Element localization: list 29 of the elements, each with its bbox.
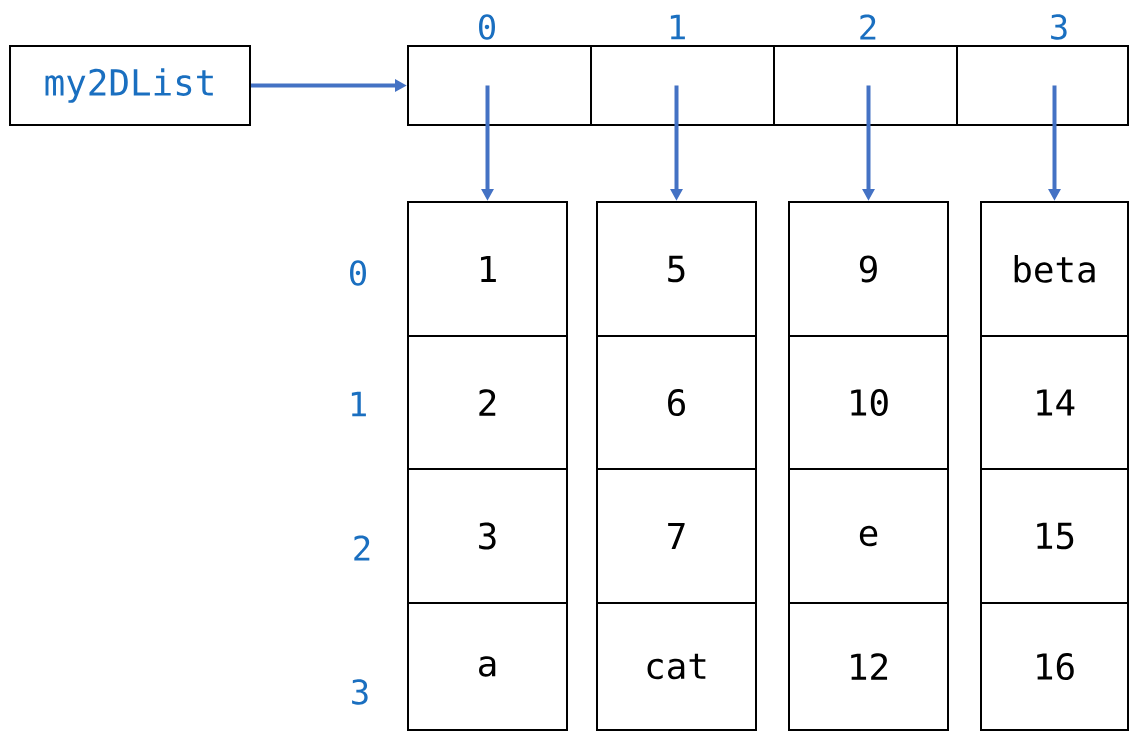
index-label: 0	[479, 14, 495, 40]
array-cell	[773, 45, 958, 126]
list-cell: 9	[788, 201, 949, 337]
index-label: 1	[670, 14, 685, 40]
index-label: 1	[351, 391, 366, 417]
list-cell: beta	[980, 201, 1129, 337]
list-cell: 10	[788, 335, 949, 470]
list-cell: 5	[596, 201, 757, 337]
list-cell: 16	[980, 602, 1129, 731]
variable-box: my2DList	[9, 45, 251, 126]
list-cell: 15	[980, 468, 1129, 604]
index-label: 3	[1051, 14, 1067, 40]
list-cell: 3	[407, 468, 568, 604]
index-label: 2	[860, 14, 876, 40]
index-label: 3	[352, 679, 368, 705]
list-cell: 7	[596, 468, 757, 604]
index-label: 2	[354, 535, 370, 561]
index-label: 0	[350, 260, 366, 286]
list-cell: 14	[980, 335, 1129, 470]
array-cell	[956, 45, 1129, 126]
list-cell: e	[788, 468, 949, 604]
list-cell: cat	[596, 602, 757, 731]
array-cell	[590, 45, 775, 126]
list-cell: 1	[407, 201, 568, 337]
list-cell: 6	[596, 335, 757, 470]
list-cell: 12	[788, 602, 949, 731]
array-cell	[407, 45, 592, 126]
list-cell: a	[407, 602, 568, 731]
list-cell: 2	[407, 335, 568, 470]
